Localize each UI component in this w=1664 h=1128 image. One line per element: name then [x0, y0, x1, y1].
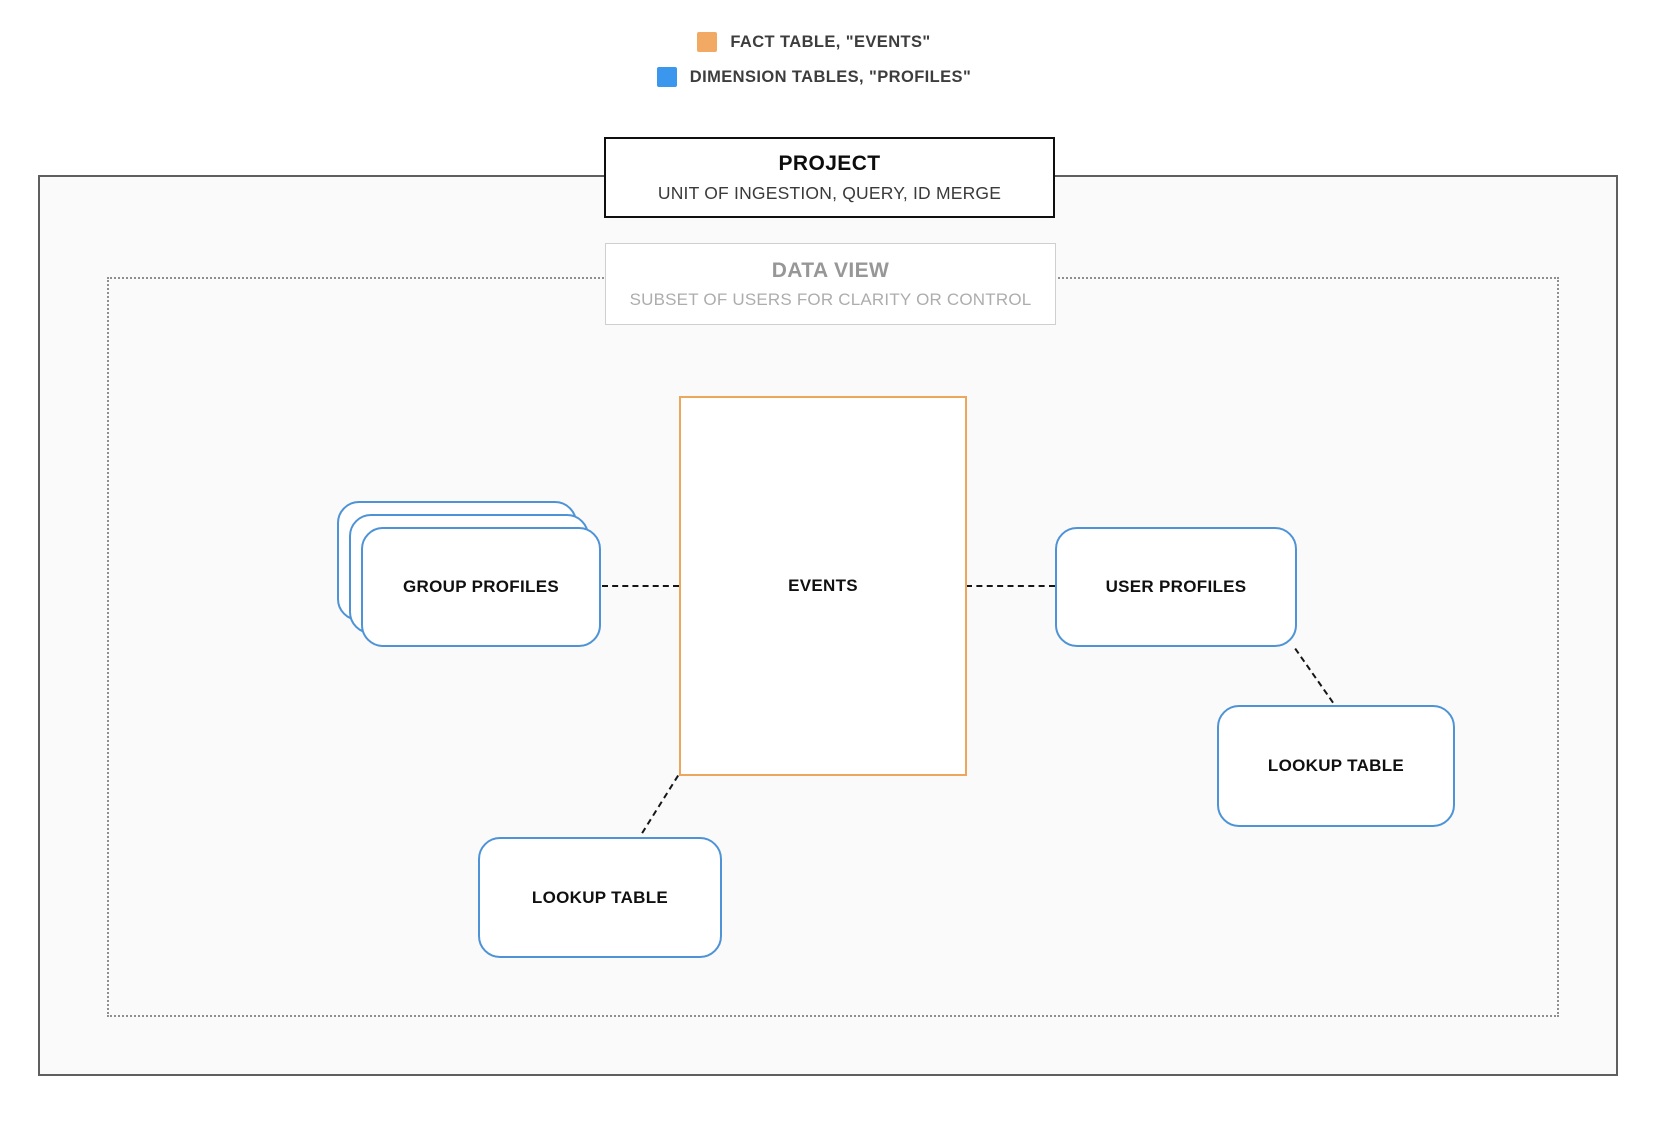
node-group-profiles: GROUP PROFILES: [361, 527, 601, 647]
node-label: EVENTS: [788, 576, 858, 595]
legend-item-fact-table: FACT TABLE, "EVENTS": [697, 32, 930, 52]
project-subtitle: UNIT OF INGESTION, QUERY, ID MERGE: [657, 182, 1002, 203]
data-view-subtitle: SUBSET OF USERS FOR CLARITY OR CONTROL: [629, 289, 1032, 309]
legend: FACT TABLE, "EVENTS" DIMENSION TABLES, "…: [0, 32, 1664, 87]
fact-table-swatch-icon: [697, 32, 718, 52]
node-label: USER PROFILES: [1105, 577, 1247, 596]
node-lookup-table-left: LOOKUP TABLE: [478, 837, 722, 958]
node-label: LOOKUP TABLE: [1267, 756, 1405, 775]
data-view-title: DATA VIEW: [771, 258, 890, 282]
project-title: PROJECT: [778, 151, 881, 175]
connector-group-profiles-events: [602, 585, 679, 587]
legend-item-label: FACT TABLE, "EVENTS": [730, 32, 931, 51]
node-user-profiles: USER PROFILES: [1055, 527, 1297, 647]
legend-item-label: DIMENSION TABLES, "PROFILES": [689, 67, 972, 86]
node-label: GROUP PROFILES: [403, 577, 559, 596]
connector-events-user-profiles: [966, 585, 1055, 587]
data-view-title-box: DATA VIEW SUBSET OF USERS FOR CLARITY OR…: [605, 243, 1056, 325]
project-title-box: PROJECT UNIT OF INGESTION, QUERY, ID MER…: [604, 137, 1055, 218]
node-events: EVENTS: [679, 396, 967, 776]
node-lookup-table-right: LOOKUP TABLE: [1217, 705, 1455, 827]
node-label: LOOKUP TABLE: [531, 887, 669, 907]
dimension-tables-swatch-icon: [656, 67, 677, 87]
legend-item-dimension-tables: DIMENSION TABLES, "PROFILES": [656, 67, 972, 87]
